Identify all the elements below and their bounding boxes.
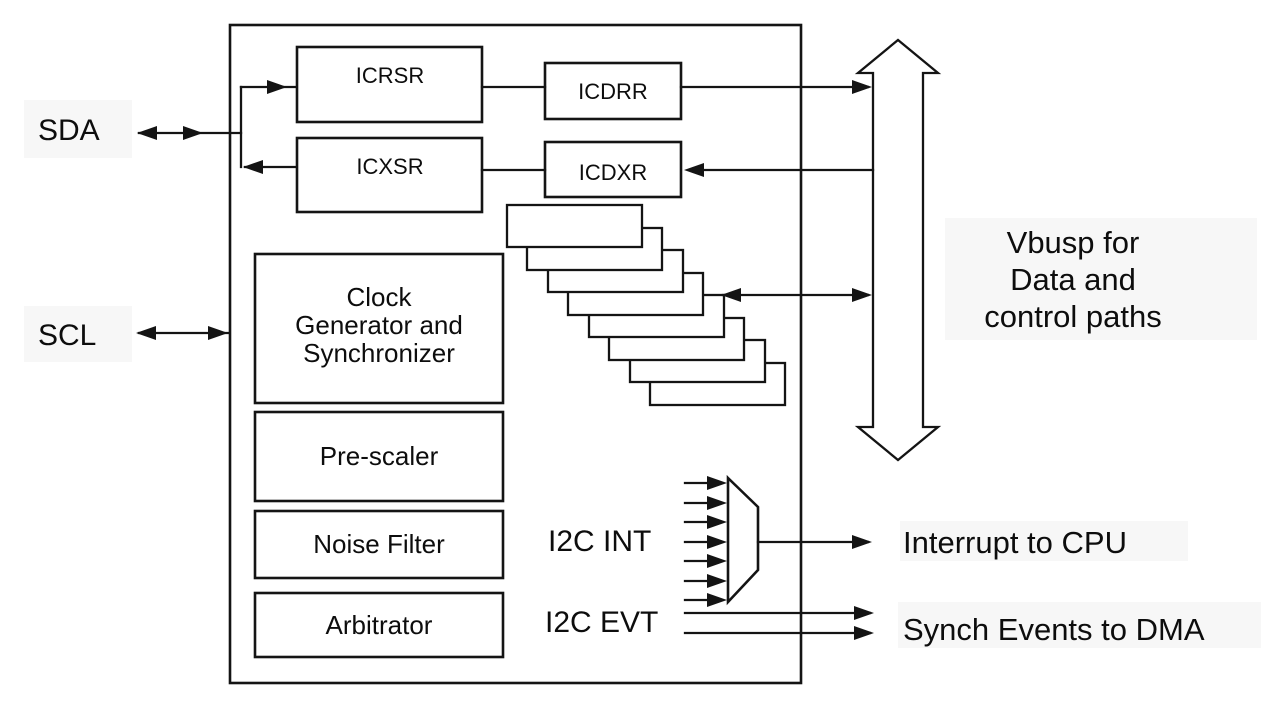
icxsr-to-sda-arrowhead	[243, 160, 263, 174]
stack-bus-arrowhead-left	[721, 288, 741, 302]
bus-label-backdrop	[945, 218, 1257, 340]
interrupt-arrowhead	[852, 535, 872, 549]
scl-arrowhead-left	[136, 326, 156, 340]
icrsr-box	[295, 45, 484, 124]
clock-generator-box	[253, 252, 505, 405]
scl-label: SCL	[38, 319, 96, 352]
mux-input-arrowhead-1	[707, 476, 727, 490]
dma-label-backdrop	[898, 602, 1261, 648]
noise-filter-label: Noise Filter	[313, 529, 445, 559]
evt-arrowhead-2	[854, 626, 874, 640]
icdrr-box	[543, 61, 683, 121]
i2c-evt-label: I2C EVT	[545, 606, 658, 639]
icdxr-label: ICDXR	[579, 160, 647, 185]
vbusp-label-line2: Data and	[1010, 262, 1136, 297]
vbusp-label-line1: Vbusp for	[1007, 225, 1140, 260]
noise-filter-box	[253, 509, 505, 580]
interrupt-label: Interrupt to CPU	[903, 525, 1127, 560]
dma-label: Synch Events to DMA	[903, 612, 1205, 647]
bus-to-icdxr-arrowhead	[684, 163, 704, 177]
scl-arrowhead-right	[208, 326, 228, 340]
clock-generator-label-line2: Generator and	[295, 310, 463, 340]
prescaler-label: Pre-scaler	[320, 441, 439, 471]
interrupt-mux	[726, 474, 760, 606]
icrsr-label: ICRSR	[356, 63, 424, 88]
mux-input-arrows	[683, 476, 727, 607]
i2c-int-label: I2C INT	[548, 525, 651, 558]
mux-input-arrowhead-7	[707, 593, 727, 607]
icxsr-label: ICXSR	[356, 154, 423, 179]
mux-input-arrowhead-6	[707, 574, 727, 588]
clock-generator-label-line1: Clock	[346, 282, 412, 312]
mux-input-arrowhead-3	[707, 515, 727, 529]
mux-input-arrowhead-5	[707, 554, 727, 568]
interrupt-label-backdrop	[900, 521, 1188, 561]
vbusp-bus-arrow	[854, 38, 942, 462]
sda-label-backdrop	[24, 100, 132, 158]
sda-to-icrsr-arrowhead	[267, 80, 287, 94]
clock-generator-label-line3: Synchronizer	[303, 338, 455, 368]
arbitrator-label: Arbitrator	[326, 610, 433, 640]
sda-label: SDA	[38, 114, 100, 147]
icdxr-box	[543, 140, 683, 199]
mux-input-arrowhead-2	[707, 496, 727, 510]
icxsr-box	[295, 136, 484, 214]
icdrr-to-bus-arrowhead	[852, 80, 872, 94]
vbusp-label-line3: control paths	[984, 299, 1162, 334]
icdrr-label: ICDRR	[578, 79, 648, 104]
stack-bus-arrowhead-right	[852, 288, 872, 302]
register-stack	[505, 203, 787, 407]
evt-arrowhead-1	[854, 606, 874, 620]
arbitrator-box	[253, 591, 505, 659]
sda-arrowhead-right	[183, 126, 203, 140]
register-stack-box-1	[505, 203, 644, 249]
sda-arrowhead-left	[137, 126, 157, 140]
mux-input-arrowhead-4	[707, 535, 727, 549]
scl-label-backdrop	[24, 306, 132, 362]
prescaler-box	[253, 410, 505, 503]
